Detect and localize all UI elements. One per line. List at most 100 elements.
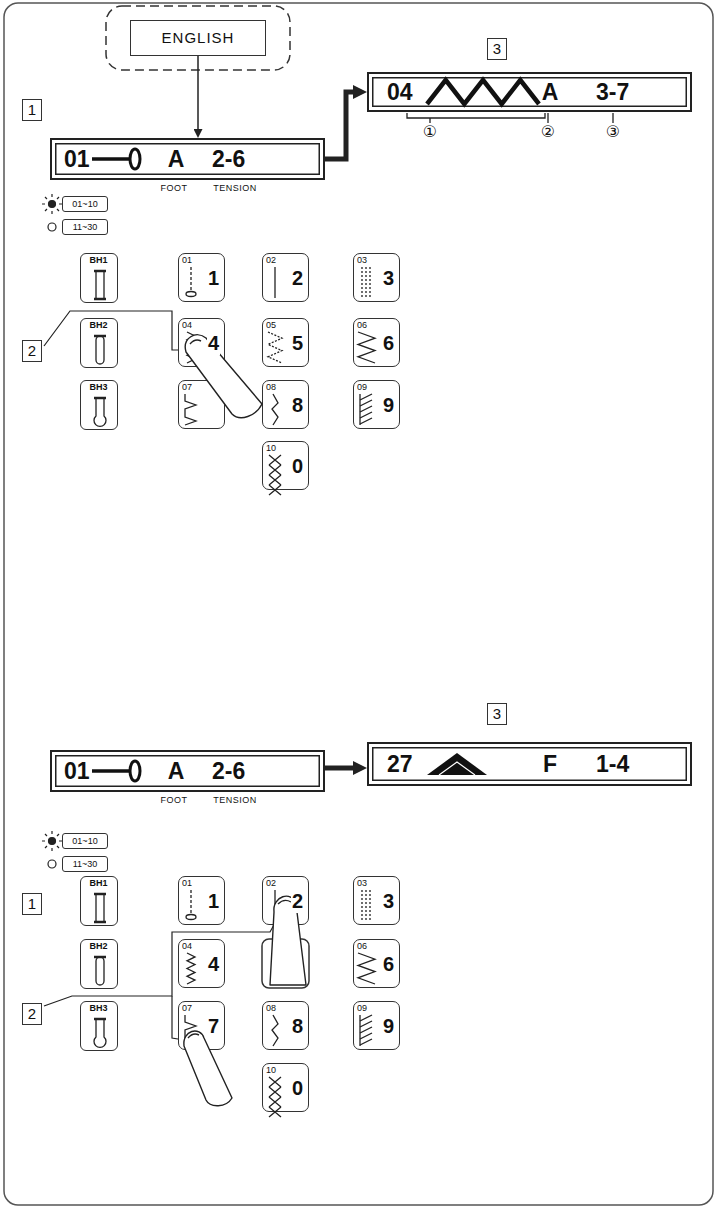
range-text: 01~10 <box>72 199 97 209</box>
button-digit: 3 <box>382 890 395 913</box>
step-number-text: 1 <box>28 101 36 118</box>
buttonhole-label: BH2 <box>89 941 107 951</box>
stitch-button: 08 8 <box>262 1001 309 1050</box>
callout-number: ① <box>423 123 437 141</box>
stitch-button: 099 <box>353 1001 400 1050</box>
finger <box>185 335 262 418</box>
buttonhole-label: BH3 <box>89 382 107 392</box>
display-value: A <box>542 79 559 105</box>
range-indicator: 11~30 <box>62 856 108 872</box>
range-indicator: 01~10 <box>62 196 108 212</box>
stitch-number: 08 <box>266 1003 276 1013</box>
stitch-number: 08 <box>266 382 276 392</box>
range-indicator: 01~10 <box>62 833 108 849</box>
lcd-display: 27 F 1-4 <box>367 742 692 786</box>
button-digit: 5 <box>291 332 304 355</box>
stitch-number: 01 <box>182 255 192 265</box>
button-digit: 0 <box>291 455 304 478</box>
button-digit: 9 <box>382 1015 395 1038</box>
stitch-button: 05 5 <box>262 318 309 367</box>
callout-number: ② <box>541 123 555 141</box>
button-digit: 2 <box>291 267 304 290</box>
display-caption: FOOT <box>161 795 188 805</box>
display-value: 01 <box>64 146 90 172</box>
stitch-button: 09 9 <box>353 380 400 429</box>
button-digit: 8 <box>291 1015 304 1038</box>
stitch-number: 07 <box>182 382 192 392</box>
stitch-number: 02 <box>266 255 276 265</box>
stitch-number: 06 <box>357 320 367 330</box>
stitch-number: 02 <box>266 878 276 888</box>
flow-arrow <box>325 766 353 771</box>
stitch-button: 08 8 <box>262 380 309 429</box>
buttonhole-button: BH2 <box>80 318 118 368</box>
display-value: 1-4 <box>596 751 629 777</box>
buttonhole-label: BH2 <box>89 320 107 330</box>
callout-bracket <box>407 113 613 123</box>
step-number-text: 2 <box>28 1005 36 1022</box>
display-caption: TENSION <box>213 183 257 193</box>
button-digit: 6 <box>382 332 395 355</box>
buttonhole-label: BH1 <box>89 878 107 888</box>
finger <box>270 896 306 985</box>
buttonhole-button: BH3 <box>80 1001 118 1051</box>
step-number-text: 1 <box>28 895 36 912</box>
stitch-number: 09 <box>357 382 367 392</box>
leader-line <box>44 311 280 1040</box>
step-number: 3 <box>487 703 507 725</box>
page-frame <box>4 3 713 1205</box>
step-number: 3 <box>487 38 507 60</box>
button-digit: 1 <box>207 267 220 290</box>
display-caption: TENSION <box>213 795 257 805</box>
language-box: ENGLISH <box>130 20 266 56</box>
stitch-icon <box>369 744 694 788</box>
stitch-number: 05 <box>266 320 276 330</box>
step-number-text: 2 <box>28 342 36 359</box>
stitch-number: 04 <box>182 941 192 951</box>
stitch-icon <box>52 752 327 794</box>
finger <box>184 1031 232 1106</box>
stitch-button: 100 <box>262 1063 309 1112</box>
lcd-display: 04 A 3-7 <box>367 72 692 112</box>
display-value: 3-7 <box>596 79 629 105</box>
stitch-number: 03 <box>357 255 367 265</box>
stitch-icon <box>52 140 327 182</box>
button-digit: 4 <box>207 953 220 976</box>
buttonhole-label: BH1 <box>89 255 107 265</box>
stitch-button: 033 <box>353 253 400 302</box>
display-value: 04 <box>387 79 413 105</box>
stitch-button: 02 2 <box>262 253 309 302</box>
stitch-number: 01 <box>182 878 192 888</box>
display-value: 01 <box>64 758 90 784</box>
stitch-button: 01 1 <box>178 253 225 302</box>
stitch-button: 04 4 <box>178 939 225 988</box>
step-number: 1 <box>22 99 42 121</box>
range-text: 11~30 <box>73 222 98 232</box>
button-digit: 2 <box>291 890 304 913</box>
button-digit: 7 <box>207 1015 220 1038</box>
stitch-button: 066 <box>353 939 400 988</box>
buttonhole-button: BH3 <box>80 380 118 430</box>
button-digit: 8 <box>291 394 304 417</box>
stitch-button: 06 6 <box>353 318 400 367</box>
display-value: 2-6 <box>212 758 245 784</box>
stitch-button: 10 0 <box>262 441 309 490</box>
button-digit: 0 <box>291 1077 304 1100</box>
display-value: 2-6 <box>212 146 245 172</box>
range-indicator: 11~30 <box>62 219 108 235</box>
stitch-number: 10 <box>266 443 276 453</box>
callout-number: ③ <box>606 123 620 141</box>
stitch-button: 033 <box>353 876 400 925</box>
button-digit: 9 <box>382 394 395 417</box>
stitch-number: 06 <box>357 941 367 951</box>
lcd-display: 01A2-6FOOTTENSION <box>50 138 325 180</box>
display-value: F <box>543 751 557 777</box>
flow-arrow <box>197 56 199 129</box>
display-value: 27 <box>387 751 413 777</box>
step-number: 2 <box>22 340 42 362</box>
stitch-number: 07 <box>182 1003 192 1013</box>
